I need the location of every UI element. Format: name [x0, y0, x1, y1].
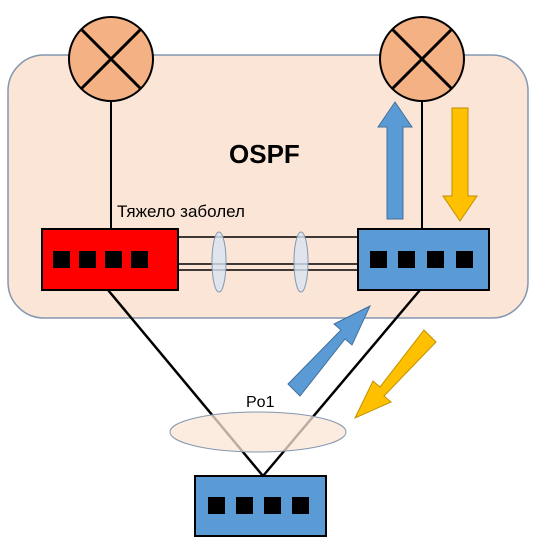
po1-label: Po1 [246, 394, 275, 411]
switch-failing [41, 228, 179, 291]
ospf-label: OSPF [229, 139, 300, 169]
switch-bottom [194, 475, 327, 537]
traffic-arrow-up-icon [377, 101, 413, 220]
router-left [68, 16, 154, 102]
traffic-arrow-down-icon [442, 107, 478, 222]
router-right [379, 16, 465, 102]
link-bundle-ellipse-left [211, 231, 227, 293]
failing-switch-status-label: Тяжело заболел [117, 202, 245, 221]
traffic-arrow-down-icon [353, 329, 437, 420]
traffic-arrow-up-icon [287, 304, 372, 397]
po1-ellipse [169, 411, 347, 453]
switch-right [357, 228, 490, 291]
link-bundle-ellipse-right [293, 231, 309, 293]
